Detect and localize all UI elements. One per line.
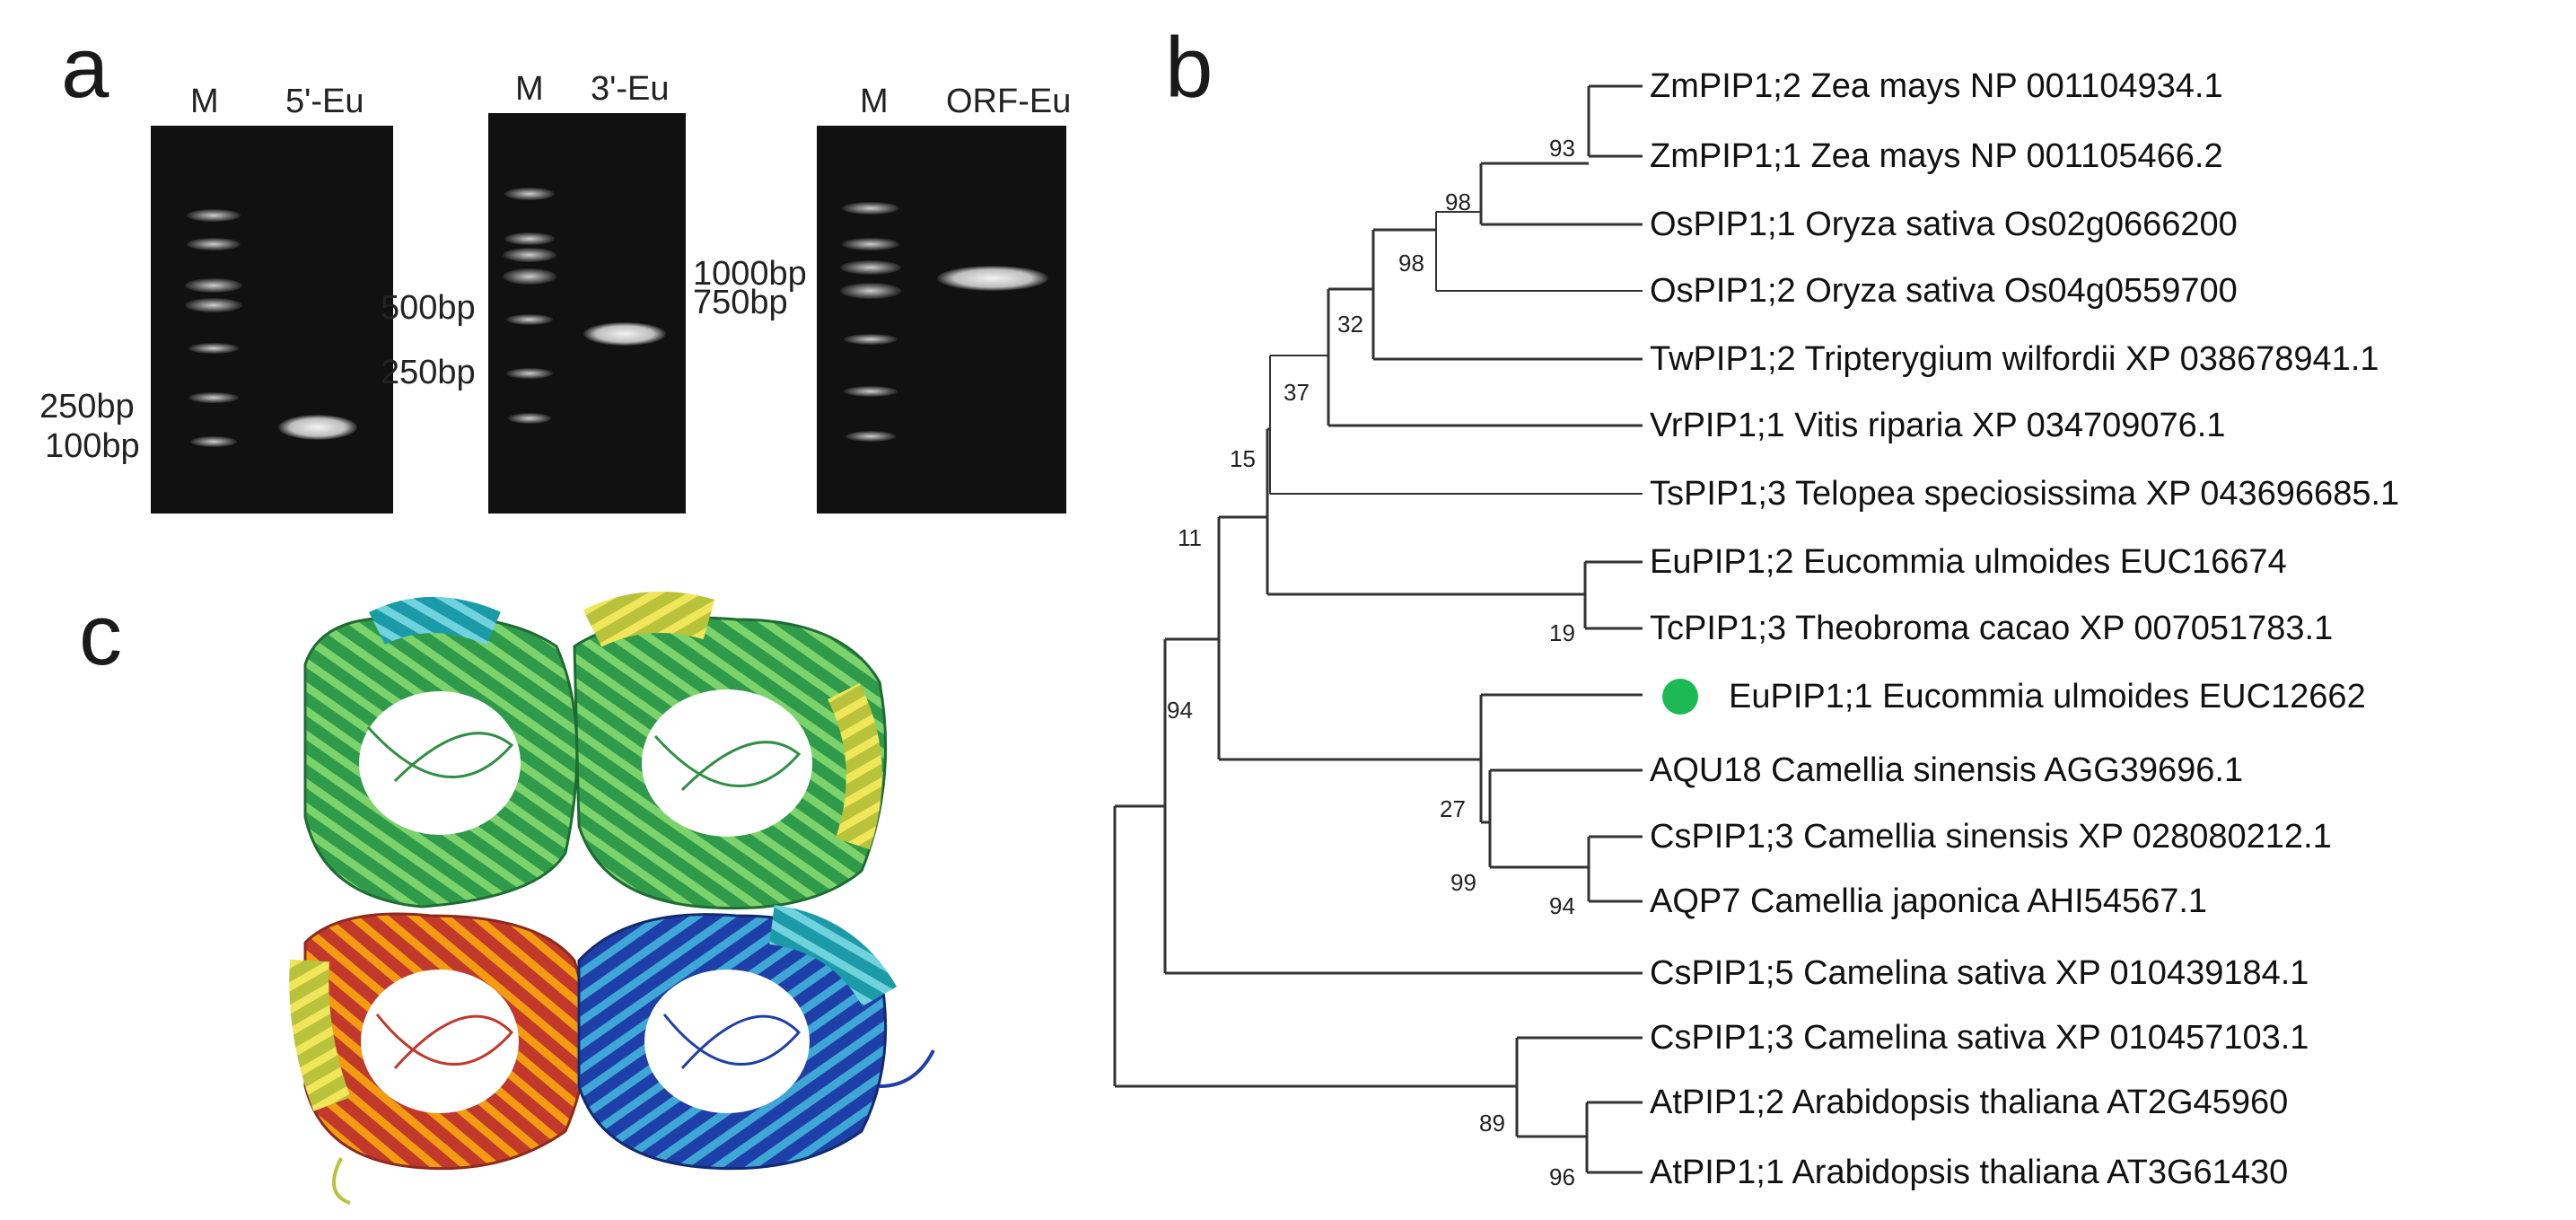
marker-band — [190, 436, 237, 447]
marker-band — [840, 260, 901, 275]
bootstrap-label: 99 — [1450, 869, 1476, 896]
gel-3-lane-m: M — [860, 83, 889, 120]
gel-3-image — [817, 126, 1066, 513]
gel-3-marker-1000: 1000bp — [693, 255, 807, 293]
taxon-label: OsPIP1;2 Oryza sativa Os04g0559700 — [1650, 272, 2238, 310]
protein-tetramer-image — [289, 592, 935, 1205]
bootstrap-label: 32 — [1337, 311, 1363, 338]
marker-band — [185, 278, 242, 293]
taxon-label: AtPIP1;1 Arabidopsis thaliana AT3G61430 — [1650, 1154, 2288, 1191]
bootstrap-label: 93 — [1549, 135, 1575, 162]
bootstrap-label: 89 — [1479, 1110, 1505, 1137]
marker-band — [840, 283, 901, 299]
taxon-label: ZmPIP1;1 Zea mays NP 001105466.2 — [1650, 137, 2223, 175]
taxon-label: CsPIP1;5 Camelina sativa XP 010439184.1 — [1650, 954, 2309, 992]
subunit-top-right — [573, 592, 888, 910]
tree-branches — [1113, 84, 1643, 1174]
bootstrap-label: 37 — [1284, 379, 1310, 406]
sample-band — [937, 266, 1048, 291]
taxon-label: CsPIP1;3 Camelina sativa XP 010457103.1 — [1650, 1019, 2309, 1057]
highlight-dot — [1662, 679, 1698, 715]
protein-structure — [269, 584, 969, 1212]
bootstrap-label: 11 — [1178, 524, 1202, 551]
bootstrap-label: 27 — [1440, 795, 1466, 822]
bootstrap-label: 15 — [1230, 445, 1256, 472]
marker-band — [842, 202, 899, 215]
gel-1-lane-m: M — [190, 83, 219, 120]
taxon-label: TwPIP1;2 Tripterygium wilfordii XP 03867… — [1650, 340, 2379, 378]
bootstrap-label: 96 — [1549, 1163, 1575, 1190]
subunit-top-left — [303, 597, 579, 908]
marker-band — [504, 188, 555, 200]
marker-band — [508, 413, 551, 424]
gel-1-marker-250: 250bp — [39, 388, 135, 426]
phylogenetic-tree: 93 98 98 32 37 15 11 19 94 27 99 94 89 9… — [1113, 67, 2399, 1191]
gel-2-image — [488, 113, 686, 513]
marker-band — [188, 343, 239, 354]
marker-band — [844, 386, 898, 397]
marker-band — [503, 248, 556, 262]
sample-band — [278, 415, 357, 440]
subunit-bottom-left — [289, 912, 588, 1171]
bootstrap-label: 98 — [1398, 250, 1424, 276]
marker-band — [503, 268, 556, 285]
taxon-label: EuPIP1;2 Eucommia ulmoides EUC16674 — [1650, 543, 2287, 581]
taxon-label: AtPIP1;2 Arabidopsis thaliana AT2G45960 — [1650, 1084, 2288, 1121]
gel-1-marker-100: 100bp — [45, 427, 140, 465]
gel-1-image — [151, 126, 393, 513]
gel-1-lane-sample: 5'-Eu — [285, 83, 364, 120]
marker-band — [185, 298, 242, 312]
taxon-label: VrPIP1;1 Vitis riparia XP 034709076.1 — [1650, 407, 2226, 444]
taxon-label: OsPIP1;1 Oryza sativa Os02g0666200 — [1650, 206, 2238, 243]
gel-2-marker-250: 250bp — [381, 354, 476, 391]
marker-band — [504, 233, 555, 245]
taxon-label: TcPIP1;3 Theobroma cacao XP 007051783.1 — [1650, 610, 2333, 647]
gel-3-marker-750: 750bp — [693, 284, 788, 321]
marker-band — [187, 238, 241, 250]
gel-2-lane-sample: 3'-Eu — [591, 70, 670, 108]
bootstrap-label: 19 — [1549, 619, 1575, 646]
marker-band — [187, 209, 241, 222]
bootstrap-label: 94 — [1167, 697, 1193, 724]
gel-1-bands — [185, 209, 357, 447]
gel-2-bands — [503, 188, 666, 424]
taxon-label: TsPIP1;3 Telopea speciosissima XP 043696… — [1650, 475, 2399, 513]
panel-letter-c: c — [79, 587, 122, 683]
bootstrap-values: 93 98 98 32 37 15 11 19 94 27 99 94 89 9… — [1167, 135, 1575, 1190]
taxon-label: AQU18 Camellia sinensis AGG39696.1 — [1650, 751, 2243, 789]
panel-letter-b: b — [1165, 20, 1214, 116]
taxon-labels: ZmPIP1;2 Zea mays NP 001104934.1 ZmPIP1;… — [1650, 67, 2399, 1191]
taxon-label: AQP7 Camellia japonica AHI54567.1 — [1650, 882, 2207, 920]
bootstrap-label: 94 — [1549, 892, 1575, 919]
marker-band — [506, 314, 553, 325]
marker-band — [846, 431, 896, 442]
marker-band — [188, 392, 239, 403]
bootstrap-label: 98 — [1445, 189, 1471, 215]
panel-letter-a: a — [61, 20, 110, 116]
taxon-label: ZmPIP1;2 Zea mays NP 001104934.1 — [1650, 67, 2223, 105]
sample-band — [583, 322, 666, 346]
marker-band — [506, 368, 553, 379]
gel-2-marker-500: 500bp — [381, 289, 476, 327]
gel-3-lane-sample: ORF-Eu — [946, 83, 1072, 120]
subunit-bottom-right — [577, 905, 935, 1171]
gel-3-bands — [840, 202, 1048, 442]
marker-band — [842, 238, 899, 250]
gel-2-lane-m: M — [515, 70, 544, 108]
taxon-label: EuPIP1;1 Eucommia ulmoides EUC12662 — [1729, 678, 2366, 715]
taxon-label: CsPIP1;3 Camellia sinensis XP 028080212.… — [1650, 818, 2332, 856]
marker-band — [844, 334, 898, 345]
